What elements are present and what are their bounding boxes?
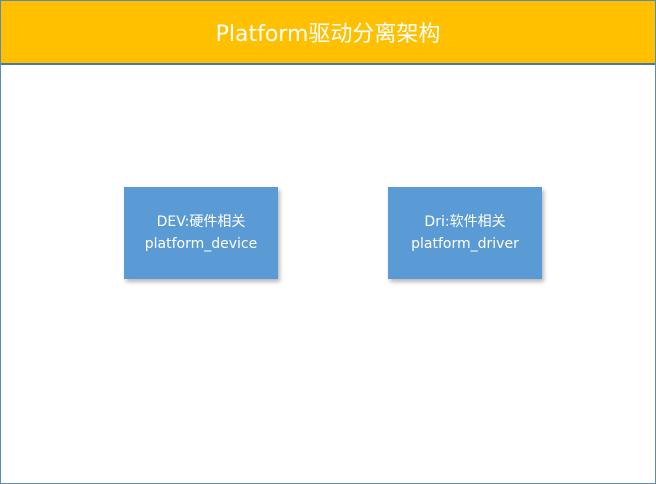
driver-box-line1: Dri:软件相关	[424, 214, 506, 230]
device-box-line2: platform_device	[144, 236, 258, 252]
device-box: DEV:硬件相关 platform_device	[124, 187, 278, 279]
driver-box: Dri:软件相关 platform_driver	[388, 187, 542, 279]
diagram-title: Platform驱动分离架构	[215, 22, 441, 47]
device-box-line1: DEV:硬件相关	[156, 214, 246, 230]
driver-box-line2: platform_driver	[411, 236, 519, 252]
diagram-title-bar: Platform驱动分离架构	[1, 1, 655, 65]
